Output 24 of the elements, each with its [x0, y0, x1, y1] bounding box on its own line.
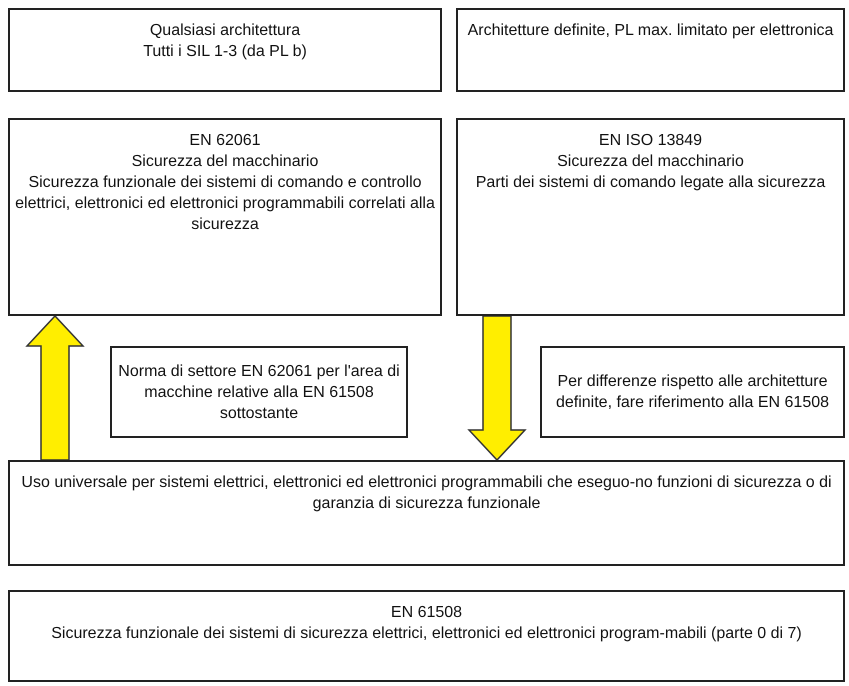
box-text: EN 62061 — [189, 131, 261, 151]
box-text: Qualsiasi architettura — [150, 21, 300, 41]
text-box — [456, 8, 845, 92]
text-box — [8, 590, 845, 682]
box-text: EN 61508 — [390, 603, 462, 623]
text-box — [8, 460, 845, 566]
box-text: Norma di settore EN 62061 per l'area di macchine relative alla EN 61508 sottostante — [118, 362, 400, 424]
text-box — [540, 346, 845, 438]
text-box — [8, 118, 442, 316]
box-text: Architetture definite, PL max. limitato per elettronica — [468, 21, 834, 41]
box-text: Tutti i SIL 1-3 (da PL b) — [143, 42, 307, 62]
box-text: Uso universale per sistemi elettrici, elettronici ed elettronici programmabili che eseguo-no funzioni di sicurezza o di garanzia di sicurezza funzionale — [20, 473, 833, 514]
box-text: Sicurezza del macchinario — [557, 152, 744, 172]
box-text: Sicurezza funzionale dei sistemi di comando e controllo elettrici, elettronici ed elettronici programmabili correlati alla sicurezza — [14, 173, 436, 235]
text-box — [8, 8, 442, 92]
box-text: Parti dei sistemi di comando legate alla sicurezza — [476, 173, 826, 193]
box-text: Per differenze rispetto alle architetture definite, fare riferimento alla EN 61508 — [554, 372, 830, 413]
box-text: EN ISO 13849 — [598, 131, 702, 151]
text-box — [110, 346, 408, 438]
block-arrow — [467, 315, 527, 462]
text-box — [456, 118, 845, 316]
box-text: Sicurezza del macchinario — [132, 152, 318, 172]
box-text: Sicurezza funzionale dei sistemi di sicurezza elettrici, elettronici ed elettronici program-mabili (parte 0 di 7) — [51, 624, 802, 644]
block-arrow — [25, 314, 85, 461]
